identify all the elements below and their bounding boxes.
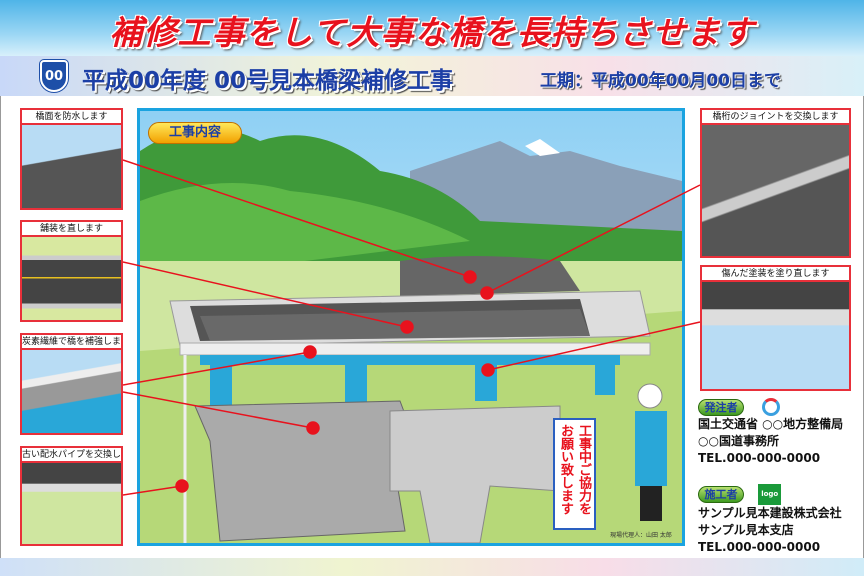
waterproofing-image [22, 125, 121, 208]
panel-joint: 橋桁のジョイントを交換します [700, 108, 851, 258]
client-label: 発注者 [698, 398, 744, 416]
panel-drain-pipe: 古い配水パイプを交換します [20, 446, 123, 546]
site-agent-label: 現場代理人：山田 太郎 [610, 532, 672, 539]
client-line2: ○○国道事務所 [698, 434, 779, 448]
panel-caption: 橋面を防水します [22, 110, 121, 125]
repainting-image [702, 282, 849, 389]
contractor-line2: サンプル見本支店 [698, 523, 794, 537]
callout-dot [306, 421, 320, 435]
panel-caption: 舗装を直します [22, 222, 121, 237]
panel-caption: 炭素繊維で橋を補強します [22, 335, 121, 350]
paving-image [22, 237, 121, 320]
contractor-label: 施工者 [698, 486, 744, 503]
work-content-badge: 工事内容 [148, 122, 242, 144]
callout-dot [480, 286, 494, 300]
project-title: 平成00年度 00号見本橋梁補修工事 [82, 68, 454, 94]
panel-paving: 舗装を直します [20, 220, 123, 322]
cooperation-sign: 工事中ご協力を お願い致します [553, 418, 596, 530]
client-info: 発注者 国土交通省 ○○地方整備局 ○○国道事務所 TEL.000-000-00… [698, 398, 843, 467]
mlit-logo-icon [762, 398, 781, 416]
carbon-fiber-image [22, 350, 121, 433]
panel-caption: 古い配水パイプを交換します [22, 448, 121, 463]
footer-band [0, 558, 864, 576]
callout-dot [303, 345, 317, 359]
panel-caption: 傷んだ塗装を塗り直します [702, 267, 849, 282]
client-line1: 国土交通省 ○○地方整備局 [698, 417, 844, 431]
contractor-logo-icon: logo [758, 484, 782, 505]
title-band [0, 56, 864, 96]
client-tel: TEL.000-000-0000 [698, 451, 821, 465]
sign-text-2: お願い致します [558, 424, 573, 515]
contractor-line1: サンプル見本建設株式会社 [698, 506, 842, 520]
joint-image [702, 125, 849, 256]
panel-carbon-fiber: 炭素繊維で橋を補強します [20, 333, 123, 435]
slogan: 補修工事をして大事な橋を長持ちさせます [109, 13, 755, 52]
drain-pipe-image [22, 463, 121, 544]
panel-caption: 橋桁のジョイントを交換します [702, 110, 849, 125]
panel-waterproofing: 橋面を防水します [20, 108, 123, 210]
callout-dot [400, 320, 414, 334]
panel-repainting: 傷んだ塗装を塗り直します [700, 265, 851, 391]
route-shield-icon: 00 [40, 60, 68, 92]
header-band [0, 0, 864, 56]
contractor-info: 施工者 logo サンプル見本建設株式会社 サンプル見本支店 TEL.000-0… [698, 484, 842, 556]
construction-period: 工期：平成00年00月00日まで [540, 71, 781, 91]
sign-text-1: 工事中ご協力を [576, 424, 591, 515]
callout-dot [481, 363, 495, 377]
contractor-tel: TEL.000-000-0000 [698, 540, 821, 554]
callout-dot [463, 270, 477, 284]
callout-dot [175, 479, 189, 493]
